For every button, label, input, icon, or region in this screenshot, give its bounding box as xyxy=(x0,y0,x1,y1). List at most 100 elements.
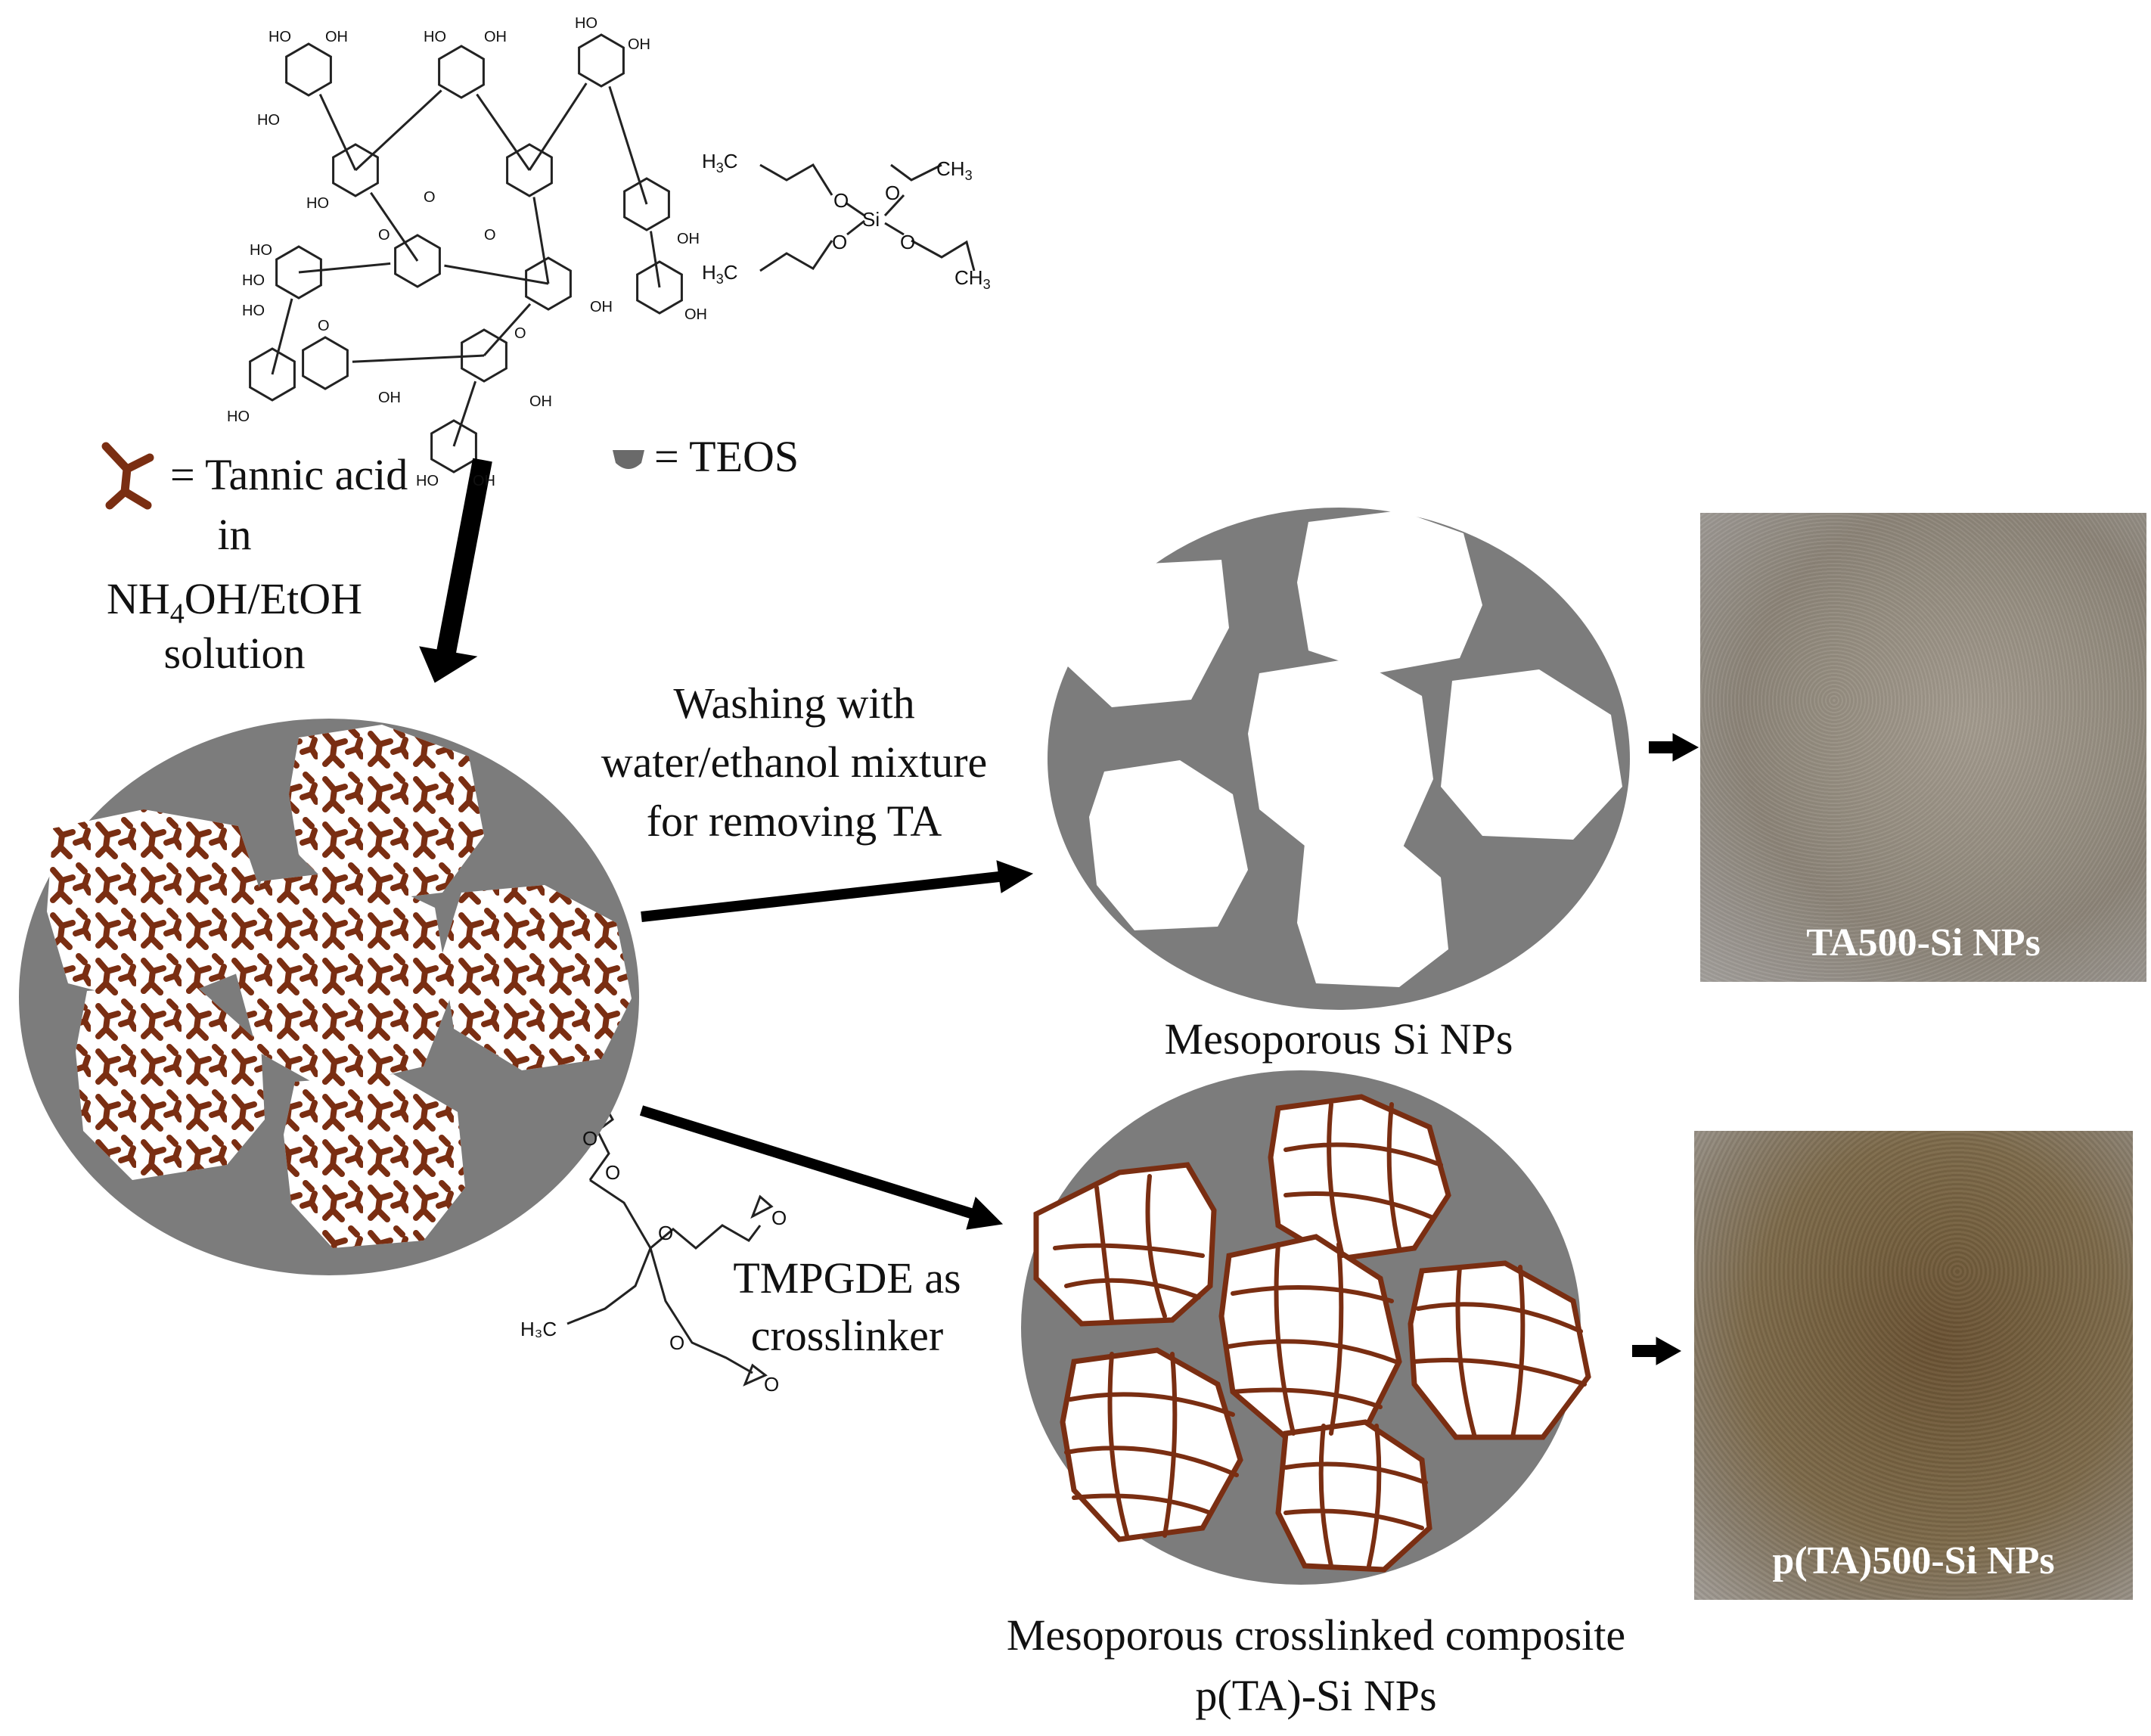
ta-atom-label-13: HO xyxy=(242,272,265,289)
teos-o-3: O xyxy=(832,231,848,253)
solution-line-1: in xyxy=(217,510,252,559)
ta-atom-label-20: O xyxy=(424,189,436,206)
meso-pore-1 xyxy=(1059,560,1229,707)
ta-atom-label-8: HO xyxy=(306,195,329,212)
crosslinker-line-2: crosslinker xyxy=(750,1311,944,1360)
composite-pore-5 xyxy=(1060,1347,1243,1542)
ta-atom-label-1: HO xyxy=(268,29,291,45)
meso-pore-3 xyxy=(1248,658,1433,855)
arrow-to-photo-bottom-head xyxy=(1656,1337,1682,1365)
ta-bond-2 xyxy=(354,70,463,172)
solution-line-3: solution xyxy=(163,629,306,678)
ta-bond-7 xyxy=(528,169,550,284)
ta-bond-5 xyxy=(600,60,648,205)
arrow-down-shaft xyxy=(436,458,492,654)
ta-atom-label-6: OH xyxy=(628,36,650,53)
ta-ring-13 xyxy=(430,419,477,474)
teos-o-2: O xyxy=(885,182,901,204)
meso-pore-4 xyxy=(1441,669,1622,840)
ta-ring-7 xyxy=(275,245,322,300)
ta-atom-label-14: HO xyxy=(242,303,265,319)
ta-atom-label-2: OH xyxy=(325,29,348,45)
ta-atom-label-12: HO xyxy=(250,242,272,259)
crosslinker-line-1: TMPGDE as xyxy=(733,1253,961,1303)
ta-bond-9 xyxy=(298,259,418,274)
teos-o-1: O xyxy=(833,189,849,212)
tmpgde-o-1: O xyxy=(582,1127,598,1150)
ta-atom-label-3: HO xyxy=(424,29,446,45)
ta-atom-label-11: OH xyxy=(590,299,613,315)
legend-tannic-acid-label: = Tannic acid xyxy=(170,450,408,499)
ta-atom-label-21: O xyxy=(318,318,330,334)
photo-ta500-si-nps: TA500-Si NPs xyxy=(1700,513,2146,982)
teos-si: Si xyxy=(862,208,880,231)
meso-pore-2 xyxy=(1297,511,1482,673)
ta-atom-label-10: OH xyxy=(684,306,707,323)
ta-bond-1 xyxy=(307,69,357,171)
photo-ta500-label: TA500-Si NPs xyxy=(1806,921,2041,964)
ta-ring-2 xyxy=(438,45,485,99)
teos-o-4: O xyxy=(900,231,916,253)
ta-atom-label-24: OH xyxy=(529,393,552,410)
ta-atom-label-16: HO xyxy=(416,473,439,489)
tmpgde-o-5: O xyxy=(669,1331,685,1354)
tannic-acid-structure xyxy=(249,33,683,474)
crosslinked-composite-particle xyxy=(1021,1070,1591,1585)
ta-ring-3 xyxy=(578,33,625,88)
ta-atom-label-7: HO xyxy=(257,112,280,129)
tmpgde-o-4: O xyxy=(658,1222,674,1244)
ta-bond-4 xyxy=(528,60,603,171)
arrow-to-mesoporous-head xyxy=(996,860,1034,893)
ta-bond-14 xyxy=(452,355,486,447)
tmpgde-h3c: H₃C xyxy=(520,1318,557,1340)
arrows xyxy=(419,458,1699,1365)
ta-bond-13 xyxy=(324,354,485,365)
teos-h3c-top: H3C xyxy=(702,150,738,176)
solution-line-2: NH4OH/EtOH xyxy=(107,574,362,630)
tmpgde-o-2: O xyxy=(605,1161,621,1184)
ta-ring-1 xyxy=(285,42,332,97)
ta-atom-label-22: O xyxy=(514,325,526,342)
arrow-to-composite-head xyxy=(966,1197,1004,1230)
ta-ring-6 xyxy=(623,177,670,231)
ta-ring-5 xyxy=(506,143,553,197)
ta-ring-11 xyxy=(302,336,349,390)
ta-ring-10 xyxy=(636,260,683,315)
ta-bond-6 xyxy=(354,169,419,262)
ta-atom-label-17: OH xyxy=(473,473,495,489)
teos-h3c-bottom: H3C xyxy=(702,261,738,287)
arrow-to-composite-shaft xyxy=(639,1105,978,1220)
washing-line-3: for removing TA xyxy=(646,797,942,846)
tmpgde-o-6: O xyxy=(764,1373,780,1396)
ta-bond-10 xyxy=(417,259,549,285)
photo-pta500-label: p(TA)500-Si NPs xyxy=(1772,1539,2055,1582)
mesoporous-caption: Mesoporous Si NPs xyxy=(1164,1014,1513,1064)
tannic-acid-icon xyxy=(101,442,154,510)
ta-ring-8 xyxy=(394,234,441,288)
photo-pta500-si-nps: p(TA)500-Si NPs xyxy=(1694,1131,2133,1600)
ta-ring-4 xyxy=(332,143,379,197)
ta-ring-12 xyxy=(461,328,507,383)
composite-caption-line-1: Mesoporous crosslinked composite xyxy=(1006,1610,1626,1660)
ta-ring-14 xyxy=(249,347,296,402)
ta-atom-label-15: HO xyxy=(227,408,250,425)
ta-atom-label-4: OH xyxy=(484,29,507,45)
legend-teos-label: = TEOS xyxy=(654,432,799,481)
ta-bond-3 xyxy=(460,71,531,171)
ta-atom-label-9: OH xyxy=(677,231,700,247)
arrow-to-mesoporous-shaft xyxy=(641,871,1007,922)
meso-pore-6 xyxy=(1297,836,1448,987)
composite-caption-line-2: p(TA)-Si NPs xyxy=(1195,1671,1437,1720)
ta-atom-label-23: OH xyxy=(378,390,401,406)
ta-silica-particle xyxy=(19,719,639,1275)
mesoporous-si-particle xyxy=(1048,508,1630,1010)
ta-bond-12 xyxy=(271,272,300,375)
teos-ch3-bottom: CH3 xyxy=(954,266,991,293)
arrow-down-head xyxy=(419,646,478,683)
arrow-to-photo-top-head xyxy=(1672,733,1699,762)
composite-pore-2 xyxy=(1268,1094,1451,1262)
ta-ring-9 xyxy=(525,256,572,311)
teos-ch3-top: CH3 xyxy=(936,157,973,184)
